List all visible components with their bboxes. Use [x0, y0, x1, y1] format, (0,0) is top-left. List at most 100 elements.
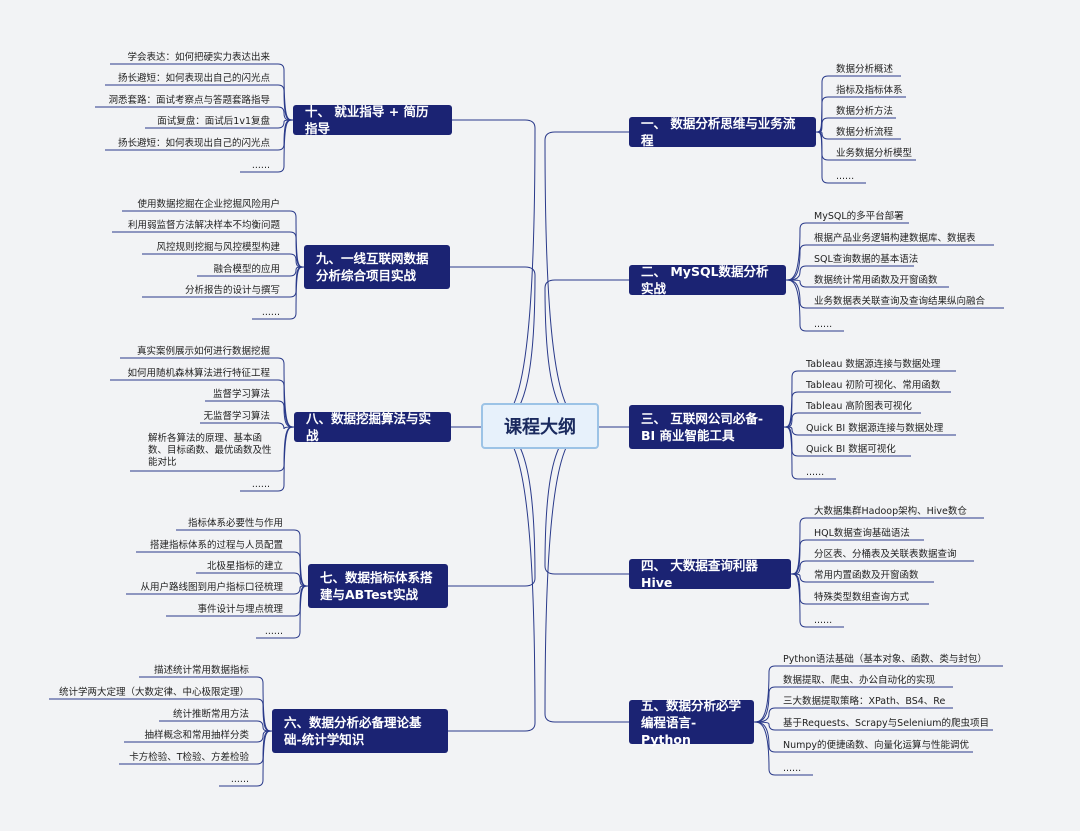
leaf-5-2: 数据提取、爬虫、办公自动化的实现	[783, 675, 936, 686]
leaf-9-2: 利用弱监督方法解决样本不均衡问题	[127, 220, 280, 231]
leaf-line-r-3-6	[783, 426, 836, 480]
leaf-3-6: ......	[806, 467, 825, 478]
leaf-8-3: 监督学习算法	[212, 389, 270, 400]
leaf-7-6: ......	[264, 626, 283, 637]
leaf-2-1: MySQL的多平台部署	[814, 211, 904, 222]
leaf-4-6: ......	[814, 615, 833, 626]
leaf-4-4: 常用内置函数及开窗函数	[814, 570, 919, 581]
leaf-8-1: 真实案例展示如何进行数据挖掘	[136, 346, 270, 357]
leaf-6-3: 统计推断常用方法	[172, 709, 249, 720]
branch-7[interactable]: 七、数据指标体系搭建与ABTest实战	[308, 564, 448, 608]
leaf-10-5: 扬长避短：如何表现出自己的闪光点	[117, 138, 270, 149]
leaf-2-2: 根据产品业务逻辑构建数据库、数据表	[814, 233, 976, 244]
leaf-6-6: ......	[230, 774, 249, 785]
leaf-9-6: ......	[261, 307, 280, 318]
leaf-10-4: 面试复盘：面试后1v1复盘	[157, 116, 270, 127]
leaf-line-r-5-4	[753, 721, 993, 731]
leaf-line-r-2-1	[785, 222, 909, 281]
leaf-6-2: 统计学两大定理（大数定律、中心极限定理）	[58, 687, 249, 698]
leaf-8-6: ......	[251, 479, 270, 490]
leaf-line-r-4-4	[790, 573, 934, 583]
leaf-line-l-2-6	[252, 266, 305, 320]
leaf-2-6: ......	[814, 319, 833, 330]
leaf-line-r-5-5	[753, 721, 973, 753]
leaf-5-5: Numpy的便捷函数、向量化运算与性能调优	[783, 740, 970, 751]
leaf-10-3: 洞悉套路：面试考察点与答题套路指导	[108, 95, 270, 106]
leaf-line-r-4-1	[790, 517, 984, 575]
leaf-3-4: Quick BI 数据源连接与数据处理	[806, 423, 944, 434]
leaf-1-6: ......	[836, 171, 855, 182]
branch-8[interactable]: 八、数据挖掘算法与实战	[294, 411, 451, 443]
leaf-line-l-1-1	[110, 63, 294, 121]
leaf-line-r-5-6	[753, 721, 813, 776]
leaf-line-l-3-2	[110, 379, 295, 428]
leaf-line-l-4-2	[136, 551, 309, 587]
leaf-7-3: 北极星指标的建立	[206, 561, 283, 572]
leaf-line-l-2-4	[197, 266, 305, 277]
leaf-line-l-2-1	[122, 210, 305, 268]
leaf-line-r-3-1	[783, 370, 956, 428]
leaf-line-r-2-6	[785, 279, 844, 332]
leaf-1-5: 业务数据分析模型	[836, 148, 913, 159]
leaf-line-l-2-2	[112, 231, 305, 268]
trunk-left-4	[448, 425, 536, 587]
trunk-left-5	[448, 425, 536, 732]
leaf-4-1: 大数据集群Hadoop架构、Hive数仓	[814, 506, 967, 517]
branch-2[interactable]: 二、 MySQL数据分析实战	[629, 264, 786, 296]
leaf-8-5: 解析各算法的原理、基本函数、目标函数、最优函数及性能对比	[148, 433, 272, 468]
leaf-line-l-4-4	[126, 585, 309, 595]
leaf-2-5: 业务数据表关联查询及查询结果纵向融合	[814, 296, 986, 307]
branch-9[interactable]: 九、一线互联网数据分析综合项目实战	[304, 245, 450, 289]
leaf-10-6: ......	[251, 160, 270, 171]
branch-1[interactable]: 一、 数据分析思维与业务流程	[629, 116, 816, 148]
branch-5[interactable]: 五、数据分析必学编程语言-Python	[629, 698, 754, 747]
leaf-4-2: HQL数据查询基础语法	[814, 528, 910, 539]
leaf-5-4: 基于Requests、Scrapy与Selenium的爬虫项目	[783, 718, 989, 729]
leaf-10-1: 学会表达：如何把硬实力表达出来	[127, 52, 270, 63]
trunk-right-1	[544, 131, 629, 427]
leaf-2-3: SQL查询数据的基本语法	[814, 254, 919, 265]
leaf-6-4: 抽样概念和常用抽样分类	[144, 730, 249, 741]
leaf-6-1: 描述统计常用数据指标	[153, 665, 249, 676]
leaf-7-5: 事件设计与埋点梳理	[197, 604, 283, 615]
branch-3[interactable]: 三、 互联网公司必备-BI 商业智能工具	[629, 405, 784, 449]
leaf-line-r-3-2	[783, 391, 951, 428]
leaf-9-3: 风控规则挖掘与风控模型构建	[156, 242, 280, 253]
leaf-4-5: 特殊类型数组查询方式	[814, 592, 910, 603]
leaf-line-r-2-2	[785, 244, 994, 281]
leaf-line-l-5-6	[219, 730, 273, 787]
leaf-3-3: Tableau 高阶图表可视化	[806, 401, 912, 412]
leaf-line-r-5-2	[753, 686, 953, 723]
leaf-line-r-4-2	[790, 539, 924, 575]
leaf-1-4: 数据分析流程	[836, 127, 894, 138]
leaf-line-l-3-6	[240, 426, 295, 492]
leaf-5-3: 三大数据提取策略：XPath、BS4、Re	[783, 696, 946, 707]
leaf-7-1: 指标体系必要性与作用	[187, 518, 283, 529]
leaf-4-3: 分区表、分桶表及关联表数据查询	[814, 549, 957, 560]
leaf-line-l-5-1	[139, 676, 273, 732]
leaf-1-3: 数据分析方法	[836, 106, 894, 117]
leaf-10-2: 扬长避短：如何表现出自己的闪光点	[117, 73, 270, 84]
leaf-6-5: 卡方检验、T检验、方差检验	[129, 752, 249, 763]
leaf-line-l-5-2	[49, 698, 273, 732]
leaf-line-l-1-2	[105, 84, 294, 121]
leaf-line-l-1-6	[240, 119, 294, 173]
leaf-2-4: 数据统计常用函数及开窗函数	[814, 275, 938, 286]
leaf-line-r-1-1	[815, 75, 901, 133]
leaf-line-l-4-1	[176, 529, 309, 587]
center-node[interactable]: 课程大纲	[481, 403, 599, 449]
leaf-line-l-3-3	[205, 400, 295, 428]
leaf-8-2: 如何用随机森林算法进行特征工程	[127, 368, 270, 379]
leaf-7-2: 搭建指标体系的过程与人员配置	[149, 540, 283, 551]
leaf-9-4: 融合模型的应用	[213, 264, 280, 275]
branch-10[interactable]: 十、 就业指导 + 简历指导	[293, 104, 452, 136]
leaf-line-r-3-4	[783, 426, 956, 436]
branch-6[interactable]: 六、数据分析必备理论基础-统计学知识	[272, 709, 448, 753]
leaf-3-2: Tableau 初阶可视化、常用函数	[806, 380, 941, 391]
branch-4[interactable]: 四、 大数据查询利器Hive	[629, 558, 791, 590]
leaf-1-1: 数据分析概述	[836, 64, 894, 75]
leaf-9-1: 使用数据挖掘在企业挖掘风险用户	[137, 199, 280, 210]
leaf-9-5: 分析报告的设计与撰写	[184, 285, 280, 296]
leaf-line-l-3-4	[200, 422, 295, 430]
